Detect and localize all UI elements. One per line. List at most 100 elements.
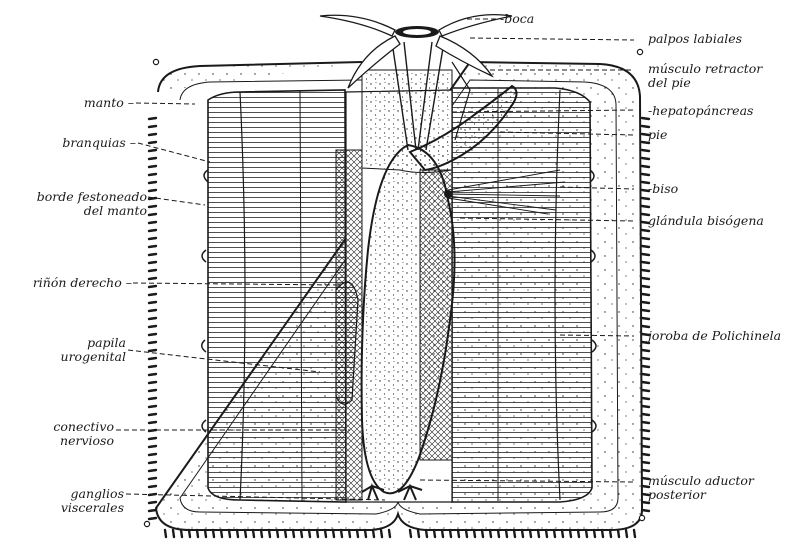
bristle: [325, 530, 326, 537]
bristle: [149, 238, 156, 239]
bristle: [365, 530, 366, 537]
bristle: [642, 206, 649, 207]
mantle-edge-marker: [639, 515, 644, 520]
bristle: [149, 446, 156, 447]
bristle: [349, 530, 350, 537]
bristle: [490, 530, 491, 537]
bristle: [357, 530, 358, 537]
bristle: [458, 530, 459, 537]
bristle: [149, 278, 156, 279]
bristle: [149, 182, 156, 183]
bristle: [594, 530, 595, 537]
bristle: [149, 302, 156, 303]
bristle: [149, 206, 156, 207]
bristle: [149, 470, 156, 471]
bristle: [149, 318, 156, 319]
bristle: [149, 286, 156, 287]
bristle: [253, 530, 254, 537]
bristle: [213, 530, 214, 537]
gills-left: [202, 90, 346, 502]
label-borde-festoneado: borde festoneado del manto: [2, 190, 147, 218]
bristle: [149, 382, 156, 383]
bristle: [149, 150, 156, 151]
bristle: [642, 278, 649, 279]
label-ganglios-viscerales: ganglios viscerales: [28, 487, 124, 515]
bristle: [149, 414, 156, 415]
bristle: [149, 518, 156, 519]
bristle: [149, 342, 156, 343]
bristle: [149, 174, 156, 175]
bristle: [149, 134, 156, 135]
bristle: [149, 126, 156, 127]
bristle: [642, 414, 649, 415]
bristle: [642, 374, 649, 375]
bristle: [610, 530, 611, 537]
mantle-edge-marker: [144, 521, 149, 526]
label-conectivo-nervioso: conectivo nervioso: [20, 420, 114, 448]
bristle: [474, 530, 475, 537]
bristle: [642, 142, 649, 143]
bristle: [149, 158, 156, 159]
bristle: [642, 446, 649, 447]
bristle: [301, 530, 302, 537]
bristle: [642, 254, 649, 255]
bristle: [554, 530, 555, 537]
bristle: [149, 294, 156, 295]
label-branquias: branquias –: [30, 136, 136, 150]
bristle: [149, 422, 156, 423]
bristle: [149, 462, 156, 463]
bristle: [309, 530, 310, 537]
bristle: [626, 530, 627, 537]
bristle: [642, 358, 649, 359]
bristle: [642, 246, 649, 247]
bristle: [341, 530, 342, 537]
bristle: [642, 366, 649, 367]
bristle: [418, 530, 419, 537]
label-joroba-polichinela: joroba de Polichinela: [648, 329, 781, 343]
bristle: [149, 398, 156, 399]
label-palpos-labiales: palpos labiales: [648, 32, 742, 46]
bristle: [602, 530, 603, 537]
bristle: [205, 530, 206, 537]
label-glandula-bisogena: glándula bisógena: [648, 214, 764, 228]
bristle: [642, 174, 649, 175]
mantle-edge-marker: [153, 59, 158, 64]
label-boca: -boca: [500, 12, 534, 26]
label-rinon-derecho: riñón derecho –: [14, 276, 132, 290]
bristle: [381, 530, 382, 537]
bristle: [642, 326, 649, 327]
bristle: [149, 254, 156, 255]
bristle: [642, 390, 649, 391]
bristle: [317, 530, 318, 537]
bristle: [498, 530, 499, 537]
bristle: [149, 502, 156, 503]
bristle: [562, 530, 563, 537]
bristle: [189, 530, 190, 537]
bristle: [149, 222, 156, 223]
bristle: [149, 190, 156, 191]
bristle: [642, 270, 649, 271]
bristle: [530, 530, 531, 537]
bristle: [442, 530, 443, 537]
bristle: [642, 398, 649, 399]
bristle: [546, 530, 547, 537]
bristle: [642, 158, 649, 159]
label-pie: pie: [648, 128, 667, 142]
bristle: [149, 350, 156, 351]
bristle: [482, 530, 483, 537]
bristle: [149, 510, 156, 511]
bristle: [642, 230, 649, 231]
bristle: [277, 530, 278, 537]
bristle: [642, 430, 649, 431]
bristle: [570, 530, 571, 537]
label-papila-urogenital: papila urogenital: [40, 336, 126, 364]
bristle: [642, 502, 649, 503]
bristle: [642, 454, 649, 455]
label-musculo-aductor: músculo aductor posterior: [648, 474, 754, 502]
bristle: [450, 530, 451, 537]
bristle: [149, 358, 156, 359]
bristle: [149, 374, 156, 375]
bristle: [333, 530, 334, 537]
label-manto: manto –: [36, 96, 134, 110]
